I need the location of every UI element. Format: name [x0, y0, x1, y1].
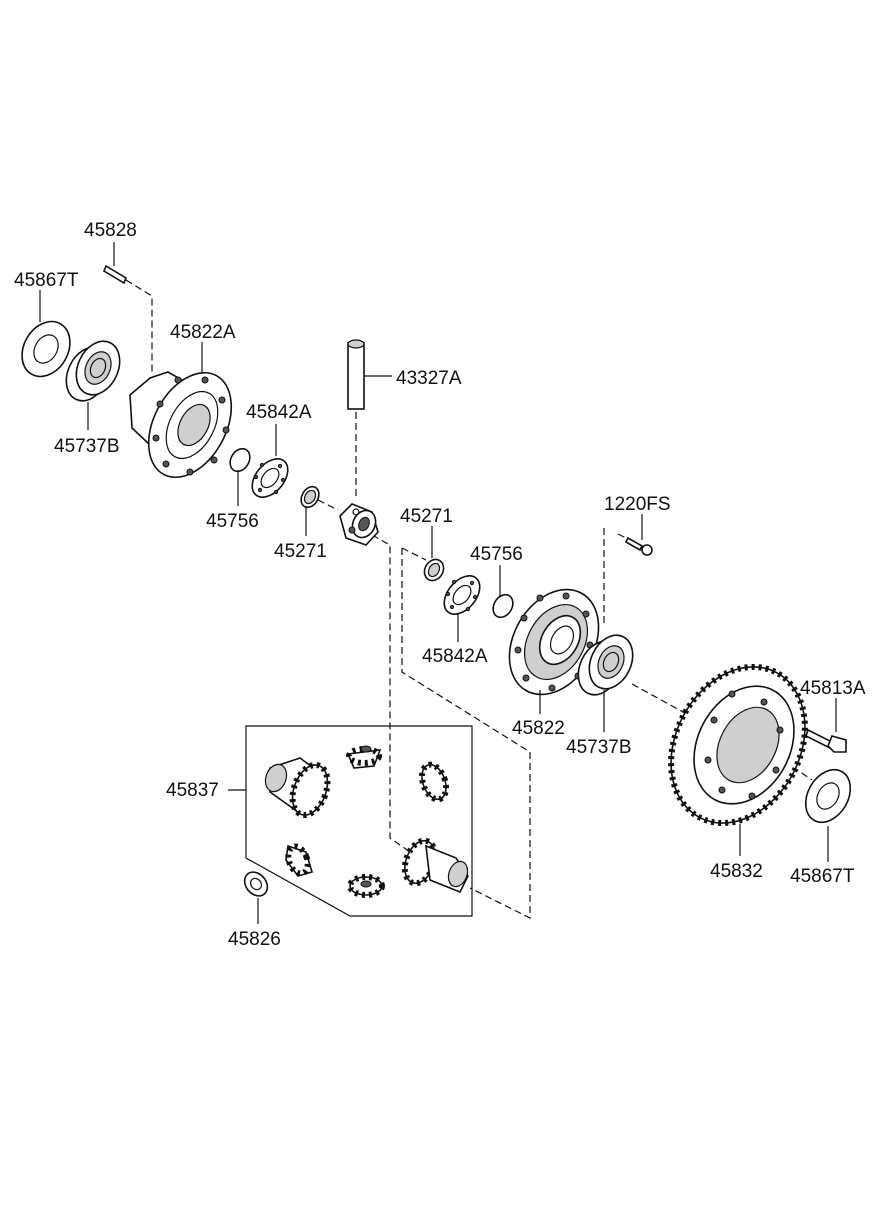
label-1220FS: 1220FS — [604, 494, 671, 515]
label-45842A-top: 45842A — [246, 402, 312, 423]
snap-ring-45756-left — [229, 447, 251, 473]
washer-45826 — [243, 871, 269, 897]
label-45837: 45837 — [166, 780, 219, 801]
pinion-gear-lower — [285, 843, 313, 877]
label-43327A: 43327A — [396, 368, 462, 389]
diff-case-45822A — [129, 371, 233, 479]
screw-1220FS — [624, 536, 653, 556]
bearing-45737B-right — [577, 634, 634, 696]
label-45828: 45828 — [84, 220, 137, 241]
label-45813A: 45813A — [800, 678, 866, 699]
pinion-gear-top — [346, 745, 382, 769]
side-gear-upper — [264, 757, 331, 819]
bearing-45737B-left — [65, 340, 121, 402]
pin-45828 — [103, 264, 127, 285]
label-45756-left: 45756 — [206, 511, 259, 532]
ring-gear-45832 — [668, 663, 808, 827]
label-45271-right: 45271 — [400, 506, 453, 527]
thrust-washer-45842A-top — [251, 458, 289, 498]
label-45867T-right: 45867T — [790, 866, 855, 887]
bolt-45813A — [805, 728, 847, 753]
label-45756-right: 45756 — [470, 544, 523, 565]
label-45832: 45832 — [710, 861, 763, 882]
diff-case-45822 — [508, 588, 600, 696]
snap-ring-45756-right — [492, 593, 514, 619]
side-gear-lower — [401, 837, 469, 894]
label-45826: 45826 — [228, 929, 281, 950]
pinion-shaft-43327A — [347, 339, 365, 410]
part-labels: 45828 45867T 45822A 45737B 43327A 45842A… — [14, 220, 866, 950]
label-45842A-bottom: 45842A — [422, 646, 488, 667]
washer-45867T-right — [804, 768, 852, 824]
pinion-gear-bottom — [347, 874, 385, 898]
label-45737B-left: 45737B — [54, 436, 120, 457]
pinion-gear-right — [418, 761, 450, 803]
label-45822: 45822 — [512, 718, 565, 739]
differential-spider — [339, 503, 379, 546]
side-washer-45271-left — [300, 485, 320, 509]
label-45271-left: 45271 — [274, 541, 327, 562]
washer-45867T-left — [21, 320, 71, 378]
leader-lines — [39, 242, 837, 924]
gear-set-45837 — [245, 725, 473, 917]
label-45822A: 45822A — [170, 322, 236, 343]
label-45737B-right: 45737B — [566, 737, 632, 758]
label-45867T-left: 45867T — [14, 270, 79, 291]
thrust-washer-45842A-bottom — [443, 575, 481, 615]
side-washer-45271-right — [423, 558, 445, 582]
